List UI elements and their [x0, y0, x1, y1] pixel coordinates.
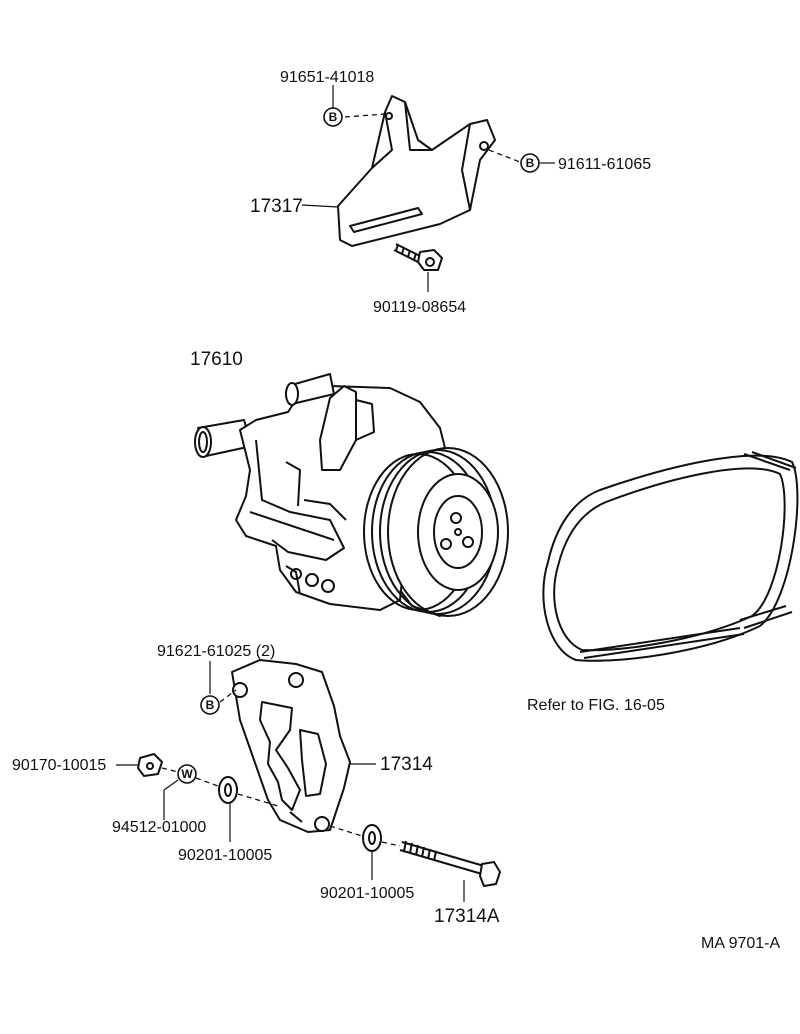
leader-91621: [219, 689, 237, 703]
washer-90201-right: [362, 824, 382, 852]
label-90170-10015: 90170-10015: [12, 757, 106, 774]
leader-91651: [344, 113, 386, 118]
bracket-17317: [337, 95, 496, 247]
marker-bolt-91651-letter: B: [329, 110, 338, 124]
marker-washer-94512-letter: W: [181, 767, 193, 781]
marker-bolt-91621-letter: B: [206, 698, 215, 712]
bracket-17314: [231, 659, 351, 833]
marker-bolt-91611-letter: B: [526, 156, 535, 170]
water-pump-17610: [194, 373, 509, 617]
label-90119-08654: 90119-08654: [373, 299, 466, 316]
label-90201-10005-right: 90201-10005: [320, 885, 414, 902]
label-91651-41018: 91651-41018: [280, 69, 374, 86]
marker-bolt-91611: B: [520, 153, 540, 173]
marker-bolt-91621: B: [200, 695, 220, 715]
washer-90201-left: [218, 776, 238, 804]
nut-90170: [137, 753, 163, 777]
refer-note: Refer to FIG. 16-05: [527, 697, 665, 714]
label-91611-61065: 91611-61065: [558, 156, 651, 173]
figure-id: MA 9701-A: [701, 935, 780, 952]
label-90201-10005-left: 90201-10005: [178, 847, 272, 864]
marker-bolt-91651: B: [323, 107, 343, 127]
bolt-90119: [393, 243, 443, 271]
label-91621-61025: 91621-61025 (2): [157, 643, 275, 660]
label-17314: 17314: [380, 754, 433, 775]
leader-91611: [488, 149, 521, 163]
bolt-17314A: [399, 840, 501, 887]
marker-washer-94512: W: [177, 764, 197, 784]
label-17610: 17610: [190, 349, 243, 370]
drive-belt: [542, 451, 799, 662]
label-94512-01000: 94512-01000: [112, 819, 206, 836]
label-17314A: 17314A: [434, 906, 500, 927]
label-17317: 17317: [250, 196, 303, 217]
